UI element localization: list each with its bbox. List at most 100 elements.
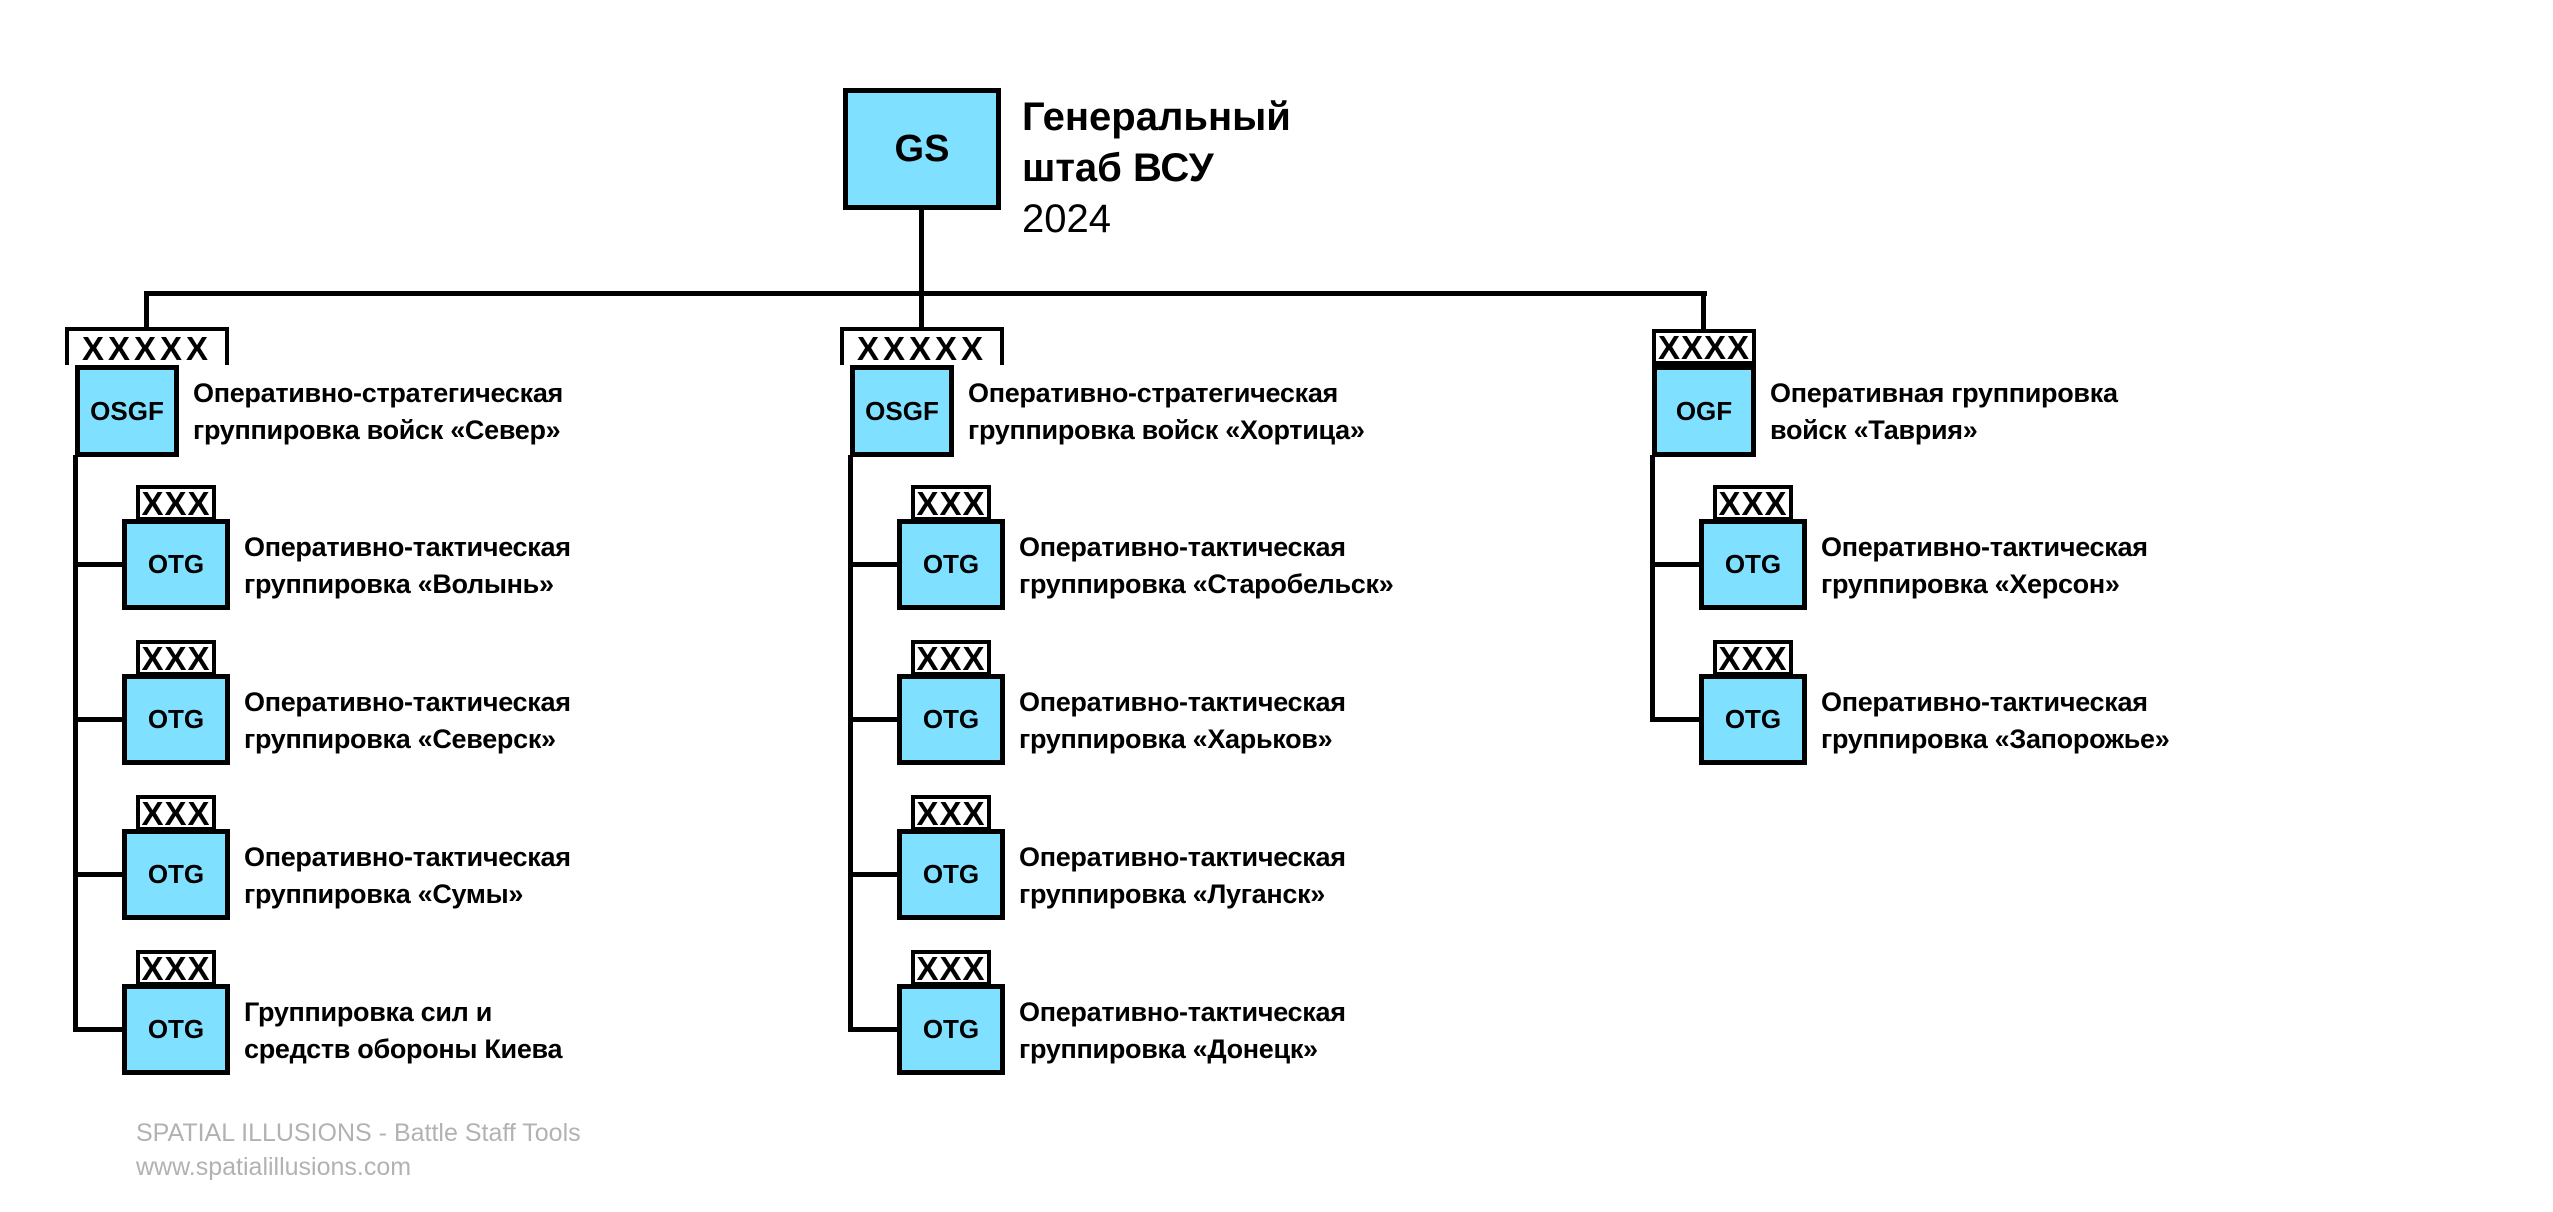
echelon-xxx: XXX (916, 949, 986, 987)
unit-label-line1: Оперативно-тактическая (244, 532, 571, 562)
unit-label-line2: группировка «Волынь» (244, 569, 554, 599)
gs-unit-box: GS (843, 88, 1001, 210)
unit-label-line1: Оперативно-тактическая (244, 687, 571, 717)
unit-box-otg-sumy: OTG (122, 829, 230, 920)
unit-symbol-label: OTG (1724, 549, 1782, 579)
unit-label-line2: группировка «Северск» (244, 724, 556, 754)
unit-label: Оперативно-стратегическая группировка во… (193, 375, 563, 449)
unit-symbol-label: OTG (147, 859, 205, 889)
unit-label-line2: группировка «Херсон» (1821, 569, 2120, 599)
unit-symbol-label: OSGF (90, 395, 164, 426)
trunk-khortytsia (848, 455, 853, 1031)
unit-label: Оперативно-тактическая группировка «Волы… (244, 529, 571, 603)
unit-box-osgf-khortytsia: OSGF (850, 365, 954, 457)
unit-symbol-label: OTG (922, 704, 980, 734)
unit-label-line2: группировка войск «Север» (193, 415, 561, 445)
echelon-xxxxx: XXXXX (81, 329, 213, 367)
echelon-xxx: XXX (141, 484, 211, 522)
echelon-indicator: XXX (911, 950, 991, 986)
echelon-indicator: XXXXX (840, 327, 1004, 365)
unit-label: Оперативно-тактическая группировка «Луга… (1019, 839, 1346, 913)
unit-label-line1: Оперативная группировка (1770, 378, 2118, 408)
echelon-indicator: XXX (1713, 640, 1793, 676)
unit-label-line1: Оперативно-тактическая (1019, 687, 1346, 717)
branch-line (73, 872, 122, 877)
echelon-xxx: XXX (916, 794, 986, 832)
unit-label: Оперативно-тактическая группировка «Севе… (244, 684, 571, 758)
unit-label-line1: Оперативно-стратегическая (193, 378, 564, 408)
echelon-xxx: XXX (916, 484, 986, 522)
branch-line (73, 717, 122, 722)
branch-line (848, 562, 897, 567)
branch-line (848, 717, 897, 722)
connector-horizontal (144, 291, 1707, 296)
echelon-indicator: XXX (136, 795, 216, 831)
unit-box-otg-zaporizhzhia: OTG (1699, 674, 1807, 765)
echelon-xxx: XXX (916, 639, 986, 677)
unit-label-line2: группировка «Запорожье» (1821, 724, 2170, 754)
unit-box-otg-kharkiv: OTG (897, 674, 1005, 765)
unit-label: Оперативно-тактическая группировка «Запо… (1821, 684, 2170, 758)
unit-label-line1: Оперативно-тактическая (244, 842, 571, 872)
unit-symbol-label: OTG (147, 704, 205, 734)
branch-line (848, 1027, 897, 1032)
unit-label: Оперативно-тактическая группировка «Харь… (1019, 684, 1346, 758)
unit-label-line2: группировка «Сумы» (244, 879, 524, 909)
unit-label-line1: Оперативно-тактическая (1019, 997, 1346, 1027)
unit-box-otg-luhansk: OTG (897, 829, 1005, 920)
echelon-xxxxx: XXXXX (856, 329, 988, 367)
gs-symbol-label: GS (894, 127, 950, 170)
echelon-indicator: XXX (136, 950, 216, 986)
branch-line (73, 1027, 122, 1032)
connector-drop-north (144, 291, 149, 331)
footer-credit: SPATIAL ILLUSIONS - Battle Staff Tools w… (136, 1116, 581, 1184)
unit-symbol-label: OSGF (865, 395, 939, 426)
echelon-xxx: XXX (141, 794, 211, 832)
org-title-line2: штаб ВСУ (1022, 146, 1214, 190)
echelon-xxx: XXX (141, 949, 211, 987)
echelon-indicator: XXX (136, 640, 216, 676)
echelon-indicator: XXX (911, 485, 991, 521)
echelon-xxx: XXX (1718, 484, 1788, 522)
unit-label-line2: группировка «Луганск» (1019, 879, 1326, 909)
echelon-indicator: XXXX (1652, 329, 1756, 365)
unit-label: Оперативно-тактическая группировка «Сумы… (244, 839, 571, 913)
unit-label: Оперативно-тактическая группировка «Херс… (1821, 529, 2148, 603)
org-title-line1: Генеральный (1022, 95, 1291, 139)
echelon-xxx: XXX (1718, 639, 1788, 677)
unit-label-line2: войск «Таврия» (1770, 415, 1978, 445)
unit-label-line1: Оперативно-тактическая (1019, 842, 1346, 872)
echelon-xxxx: XXXX (1657, 328, 1751, 366)
unit-label-line1: Оперативно-тактическая (1821, 532, 2148, 562)
branch-line (1650, 562, 1699, 567)
unit-box-otg-siversk: OTG (122, 674, 230, 765)
footer-url: www.spatialillusions.com (136, 1153, 412, 1181)
unit-symbol-label: OTG (922, 1014, 980, 1044)
unit-label-line1: Оперативно-тактическая (1019, 532, 1346, 562)
unit-label-line2: группировка войск «Хортица» (968, 415, 1365, 445)
footer-credit-line: SPATIAL ILLUSIONS - Battle Staff Tools (136, 1119, 581, 1147)
unit-label-line2: группировка «Старобельск» (1019, 569, 1394, 599)
echelon-indicator: XXX (911, 640, 991, 676)
unit-box-otg-kherson: OTG (1699, 519, 1807, 610)
connector-gs-drop (919, 208, 924, 293)
echelon-indicator: XXXXX (65, 327, 229, 365)
trunk-north (73, 455, 78, 1031)
unit-label: Оперативно-стратегическая группировка во… (968, 375, 1365, 449)
unit-symbol-label: OTG (147, 549, 205, 579)
branch-line (1650, 717, 1699, 722)
connector-drop-tavria (1701, 291, 1706, 333)
echelon-indicator: XXX (136, 485, 216, 521)
unit-box-otg-donetsk: OTG (897, 984, 1005, 1075)
unit-label: Оперативно-тактическая группировка «Стар… (1019, 529, 1394, 603)
unit-symbol-label: OTG (922, 549, 980, 579)
echelon-xxx: XXX (141, 639, 211, 677)
unit-label: Группировка сил и средств обороны Киева (244, 994, 563, 1068)
unit-box-ogf-tavria: OGF (1652, 365, 1756, 457)
unit-label-line1: Оперативно-тактическая (1821, 687, 2148, 717)
unit-label-line2: группировка «Харьков» (1019, 724, 1333, 754)
unit-label-line1: Группировка сил и (244, 997, 493, 1027)
echelon-indicator: XXX (1713, 485, 1793, 521)
unit-label-line1: Оперативно-стратегическая (968, 378, 1339, 408)
